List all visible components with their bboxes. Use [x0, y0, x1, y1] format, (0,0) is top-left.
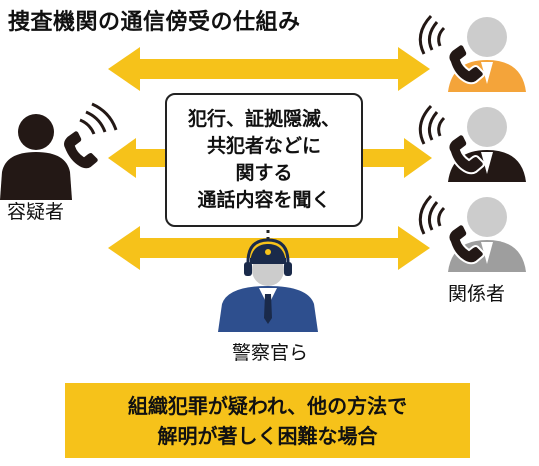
center-line-3: 関する — [235, 162, 293, 184]
intercepted-content-box: 犯行、証拠隠滅、 共犯者などに 関する 通話内容を聞く — [165, 93, 363, 227]
double-arrow-top — [108, 47, 430, 91]
double-arrow-middle-right — [360, 138, 432, 178]
center-line-4: 通話内容を聞く — [197, 189, 331, 211]
related-person-top-icon — [418, 14, 526, 92]
related-person-middle-icon — [418, 104, 526, 182]
double-arrow-middle-left — [108, 138, 170, 178]
suspect-label: 容疑者 — [7, 201, 65, 223]
related-label: 関係者 — [448, 283, 506, 305]
related-person-bottom-icon — [418, 194, 526, 272]
police-label: 警察官ら — [232, 342, 309, 364]
center-line-1: 犯行、証拠隠滅、 — [187, 108, 340, 130]
diagram-title: 捜査機関の通信傍受の仕組み — [8, 10, 301, 35]
condition-line-2: 解明が著しく困難な場合 — [157, 423, 378, 448]
condition-line-1: 組織犯罪が疑われ、他の方法で — [127, 393, 408, 418]
condition-box: 組織犯罪が疑われ、他の方法で 解明が著しく困難な場合 — [65, 383, 470, 458]
center-line-2: 共犯者などに — [206, 135, 321, 157]
police-officer-icon — [218, 238, 318, 332]
suspect-icon — [0, 102, 118, 200]
